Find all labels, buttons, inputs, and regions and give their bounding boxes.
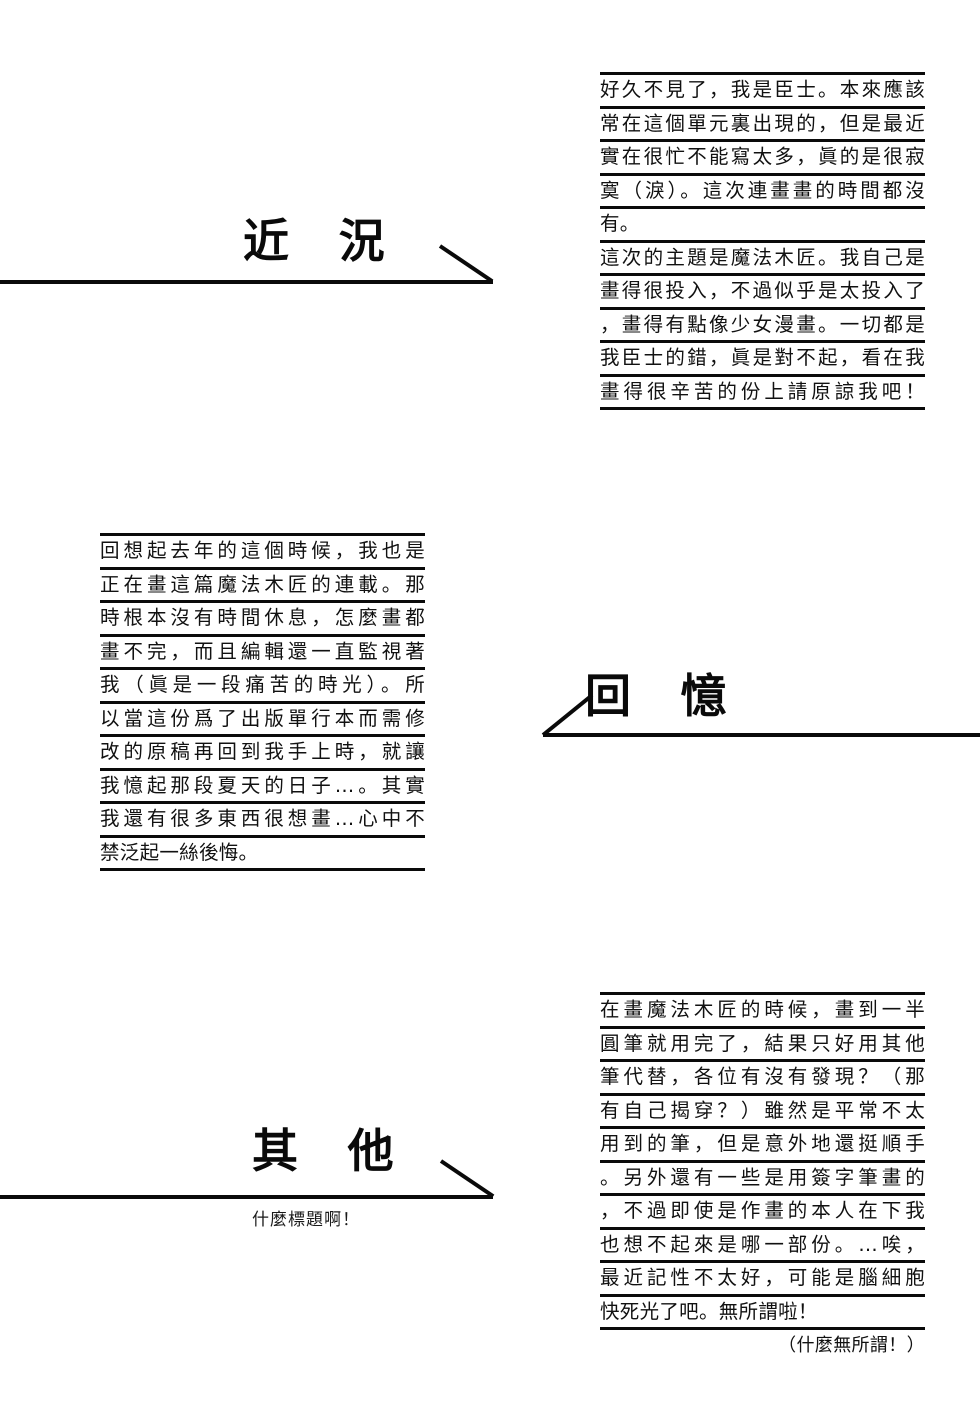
text-line: 畫得很投入，不過似乎是太投入了: [600, 276, 925, 310]
text-line: 寞（淚）。這次連畫畫的時間都沒: [600, 176, 925, 209]
section-heading-others: 其 他 什麼標題啊！: [0, 1124, 500, 1230]
section-subtitle-others: 什麼標題啊！: [252, 1210, 361, 1230]
text-line: 實在很忙不能寫太多，眞的是很寂: [600, 142, 925, 176]
text-line: 改的原稿再回到我手上時，就讓: [100, 737, 425, 771]
text-line: 在畫魔法木匠的時候，畫到一半: [600, 995, 925, 1029]
text-line: ，不過即使是作畫的本人在下我: [600, 1196, 925, 1230]
text-line: 。另外還有一些是用簽字筆畫的: [600, 1163, 925, 1196]
text-line: 最近記性不太好，可能是腦細胞: [600, 1263, 925, 1297]
text-line: 我臣士的錯，眞是對不起，看在我: [600, 343, 925, 377]
text-line: 正在畫這篇魔法木匠的連載。那: [100, 570, 425, 603]
section-heading-memory: 回 憶: [535, 673, 980, 743]
heading-rule-others: [0, 1195, 493, 1199]
text-line: 畫不完，而且編輯還一直監視著: [100, 637, 425, 670]
text-line: 時根本沒有時間休息，怎麼畫都: [100, 603, 425, 637]
section-title-others: 其 他: [252, 1124, 396, 1178]
heading-diagonal-recent-status: [438, 244, 494, 283]
text-line: 這次的主題是魔法木匠。我自己是: [600, 243, 925, 276]
text-line: 回想起去年的這個時候，我也是: [100, 536, 425, 570]
text-line: 常在這個單元裏出現的，但是最近: [600, 109, 925, 142]
text-line: 圓筆就用完了，結果只好用其他: [600, 1029, 925, 1062]
section-title-recent-status: 近 況: [243, 214, 387, 268]
text-line: 也想不起來是哪一部份。…唉，: [600, 1230, 925, 1263]
text-line: 禁泛起一絲後悔。: [100, 838, 425, 871]
text-line: 我（眞是一段痛苦的時光）。所: [100, 670, 425, 704]
text-line: 筆代替，各位有沒有發現？（那: [600, 1062, 925, 1096]
text-line: 有自己揭穿？）雖然是平常不太: [600, 1096, 925, 1129]
heading-diagonal-others: [439, 1159, 495, 1198]
text-line: 快死光了吧。無所謂啦！: [600, 1297, 925, 1330]
text-line: ，畫得有點像少女漫畫。一切都是: [600, 310, 925, 343]
text-line-closing-remark: （什麼無所謂！）: [778, 1335, 925, 1356]
section-title-memory: 回 憶: [585, 669, 729, 723]
text-line: 用到的筆，但是意外地還挺順手: [600, 1129, 925, 1163]
text-line: 以當這份爲了出版單行本而需修: [100, 704, 425, 737]
text-line: 我憶起那段夏天的日子…。其實: [100, 771, 425, 804]
text-block-memory: 回想起去年的這個時候，我也是 正在畫這篇魔法木匠的連載。那 時根本沒有時間休息，…: [100, 533, 425, 871]
text-block-recent-status: 好久不見了，我是臣士。本來應該 常在這個單元裏出現的，但是最近 實在很忙不能寫太…: [600, 72, 925, 410]
text-line: 我還有很多東西很想畫…心中不: [100, 804, 425, 838]
heading-rule-recent-status: [0, 280, 493, 284]
text-block-others: 在畫魔法木匠的時候，畫到一半 圓筆就用完了，結果只好用其他 筆代替，各位有沒有發…: [600, 992, 925, 1355]
section-heading-recent-status: 近 況: [0, 218, 500, 288]
text-line: 畫得很辛苦的份上請原諒我吧！: [600, 377, 925, 410]
text-line: 好久不見了，我是臣士。本來應該: [600, 75, 925, 109]
text-line: 有。: [600, 209, 925, 243]
heading-rule-memory: [543, 733, 980, 737]
